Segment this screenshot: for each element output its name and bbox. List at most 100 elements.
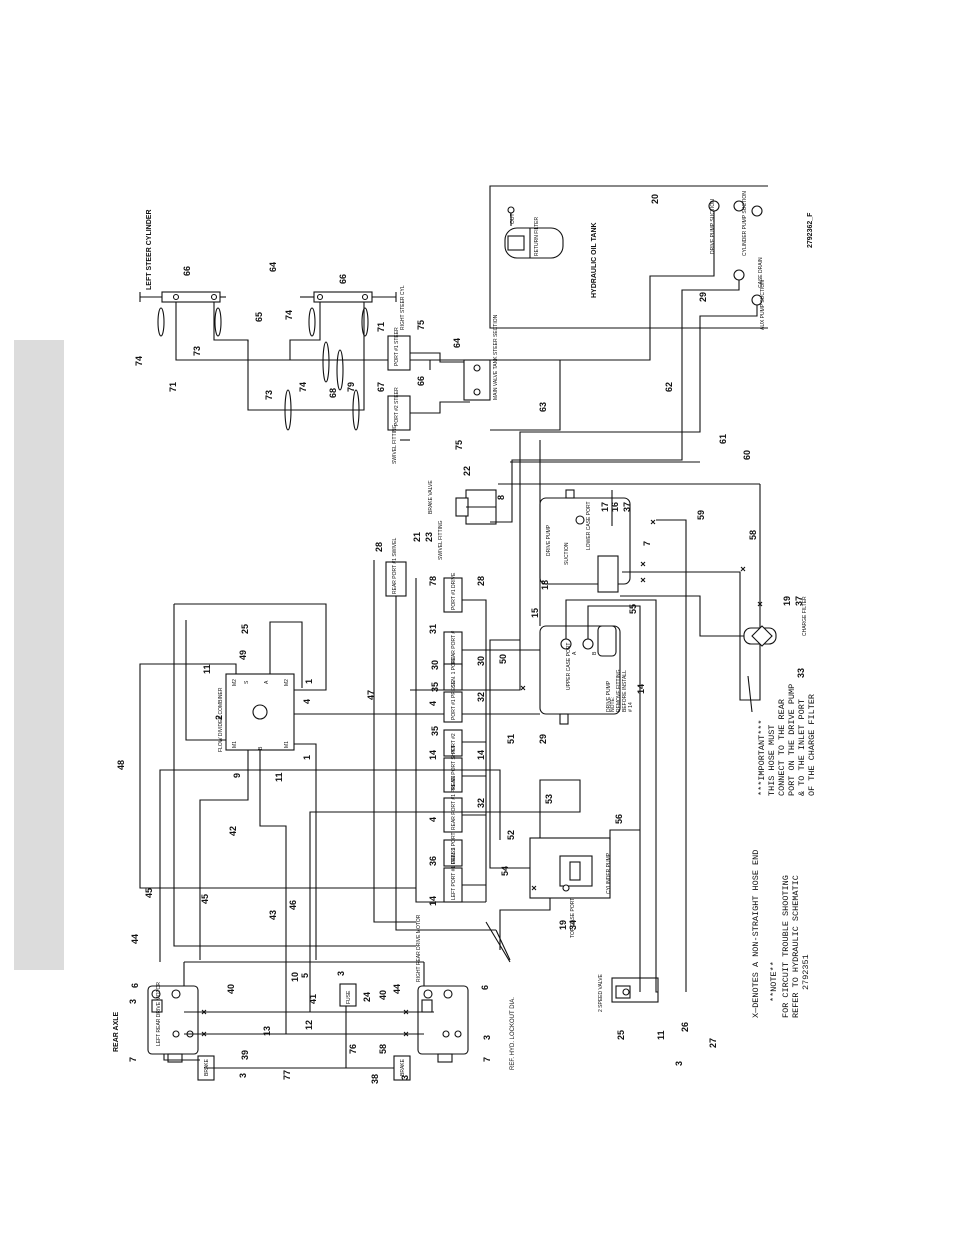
svg-text:35: 35 — [430, 726, 440, 736]
svg-text:75: 75 — [454, 440, 464, 450]
left-rear-drive-motor: LEFT REAR DRIVE MOTOR — [147, 982, 199, 1063]
right-steer-cylinder: RIGHT STEER CYL — [300, 285, 406, 330]
svg-text:REAR PORT #1 PRESS: REAR PORT #1 PRESS — [451, 775, 457, 830]
svg-text:37: 37 — [622, 502, 632, 512]
svg-text:UPPER CASE PORT: UPPER CASE PORT — [566, 643, 572, 690]
svg-text:LOWER CASE PORT: LOWER CASE PORT — [586, 501, 592, 550]
svg-text:55: 55 — [628, 604, 638, 614]
svg-text:M2: M2 — [232, 679, 238, 686]
svg-text:44: 44 — [130, 934, 140, 944]
svg-text:18: 18 — [540, 580, 550, 590]
fuse: FUSE — [339, 983, 357, 1007]
svg-text:42: 42 — [228, 826, 238, 836]
svg-text:PORT #1 STEER: PORT #1 STEER — [394, 327, 400, 366]
svg-text:3: 3 — [482, 1035, 492, 1040]
svg-text:20: 20 — [650, 194, 660, 204]
svg-text:36: 36 — [428, 856, 438, 866]
svg-text:58: 58 — [378, 1044, 388, 1054]
svg-text:M1: M1 — [232, 741, 238, 748]
right-steer-cylinder-label: RIGHT STEER CYL — [400, 285, 406, 330]
svg-text:33: 33 — [796, 668, 806, 678]
svg-text:11: 11 — [274, 772, 284, 782]
svg-text:23: 23 — [424, 532, 434, 542]
svg-text:47: 47 — [366, 690, 376, 700]
svg-text:REAR PORT #: REAR PORT # — [451, 631, 457, 664]
svg-text:64: 64 — [268, 262, 278, 272]
hydraulic-oil-tank-label: HYDRAULIC OIL TANK — [591, 222, 598, 298]
svg-text:RIGHT REAR DRIVE MOTOR: RIGHT REAR DRIVE MOTOR — [416, 914, 422, 982]
case-drain-label: CASE DRAIN — [758, 257, 764, 288]
svg-text:54: 54 — [500, 866, 510, 876]
svg-text:***IMPORTANT***: ***IMPORTANT*** — [757, 719, 767, 796]
swivel-fitting-label-mid: SWIVEL FITTING — [438, 520, 444, 560]
svg-text:REFER TO HYDRAULIC SCHEMATIC: REFER TO HYDRAULIC SCHEMATIC — [791, 875, 801, 1018]
svg-text:4: 4 — [428, 701, 438, 706]
drive-pump-suction-label: DRIVE PUMP SUCTION — [710, 199, 716, 254]
svg-text:MAIN VALVE TANK STEER SECTION: MAIN VALVE TANK STEER SECTION — [493, 314, 499, 400]
flow-divider: FLOW DIVIDER COMBINER M1 M2 M1 M2 B A S — [218, 673, 295, 752]
swivel-fitting-label-top: SWIVEL FITTING — [392, 424, 398, 464]
svg-text:30: 30 — [430, 660, 440, 670]
svg-text:28: 28 — [476, 576, 486, 586]
notes-block: ***IMPORTANT*** THIS HOSE MUST CONNECT T… — [485, 675, 817, 1070]
svg-text:40: 40 — [378, 990, 388, 1000]
svg-text:43: 43 — [268, 910, 278, 920]
svg-text:CONNECT TO THE REAR: CONNECT TO THE REAR — [777, 699, 787, 796]
svg-text:74: 74 — [134, 356, 144, 366]
non-straight-hose-marks — [201, 519, 763, 1037]
svg-text:DRIVE PUMP: DRIVE PUMP — [606, 680, 612, 712]
svg-text:60: 60 — [742, 450, 752, 460]
svg-text:11: 11 — [656, 1030, 666, 1040]
svg-text:CHARGE FILTER: CHARGE FILTER — [802, 596, 808, 636]
two-speed-valve: 2 SPEED VALVE — [598, 973, 659, 1012]
svg-text:64: 64 — [452, 338, 462, 348]
svg-text:**NOTE**: **NOTE** — [769, 961, 779, 1002]
svg-text:41: 41 — [308, 994, 318, 1004]
svg-text:45: 45 — [144, 888, 154, 898]
svg-text:B: B — [258, 746, 264, 750]
svg-text:14: 14 — [636, 684, 646, 694]
svg-text:71: 71 — [168, 382, 178, 392]
svg-text:19: 19 — [782, 596, 792, 606]
svg-text:29: 29 — [538, 734, 548, 744]
svg-text:74: 74 — [284, 310, 294, 320]
svg-text:DRIVE PUMP: DRIVE PUMP — [546, 524, 552, 556]
svg-text:REAR PORT SHIFT: REAR PORT SHIFT — [451, 745, 457, 790]
svg-text:4: 4 — [302, 699, 312, 704]
right-brake: BRAKE — [393, 1055, 411, 1081]
svg-text:22: 22 — [462, 466, 472, 476]
svg-text:FOR CIRCUIT TROUBLE SHOOTING: FOR CIRCUIT TROUBLE SHOOTING — [781, 875, 791, 1018]
svg-text:S: S — [244, 680, 250, 684]
svg-text:14: 14 — [476, 750, 486, 760]
svg-text:37: 37 — [794, 596, 804, 606]
svg-text:6: 6 — [130, 983, 140, 988]
svg-text:CYLINDER PUMP: CYLINDER PUMP — [606, 852, 612, 894]
svg-text:56: 56 — [614, 814, 624, 824]
svg-text:32: 32 — [476, 798, 486, 808]
svg-text:3: 3 — [128, 999, 138, 1004]
svg-text:A: A — [264, 680, 270, 684]
out-label: OUT — [510, 213, 516, 224]
svg-text:7: 7 — [482, 1057, 492, 1062]
port-steer-2-box: PORT #2 STEER — [387, 387, 411, 431]
svg-text:15: 15 — [530, 608, 540, 618]
remove-fitting-note-4: # 14 — [628, 702, 634, 712]
svg-text:71: 71 — [376, 322, 386, 332]
svg-text:3: 3 — [336, 971, 346, 976]
case-drain-port — [733, 269, 745, 281]
svg-text:12: 12 — [304, 1020, 314, 1030]
brake-valve: BRAKE VALVE — [428, 480, 497, 525]
svg-text:73: 73 — [192, 346, 202, 356]
svg-text:38: 38 — [370, 1074, 380, 1084]
svg-text:62: 62 — [664, 382, 674, 392]
svg-text:3: 3 — [400, 1075, 410, 1080]
main-valve-tank: MAIN VALVE TANK STEER SECTION — [463, 314, 499, 401]
svg-text:TOP CASE PORT: TOP CASE PORT — [570, 898, 576, 938]
svg-text:16: 16 — [610, 502, 620, 512]
svg-text:7: 7 — [128, 1057, 138, 1062]
svg-text:THIS HOSE MUST: THIS HOSE MUST — [767, 725, 777, 796]
svg-text:65: 65 — [254, 312, 264, 322]
rear-axle-label: REAR AXLE — [113, 1011, 120, 1052]
svg-text:2: 2 — [214, 715, 224, 720]
drawing-id: 2792362_F — [807, 212, 814, 248]
